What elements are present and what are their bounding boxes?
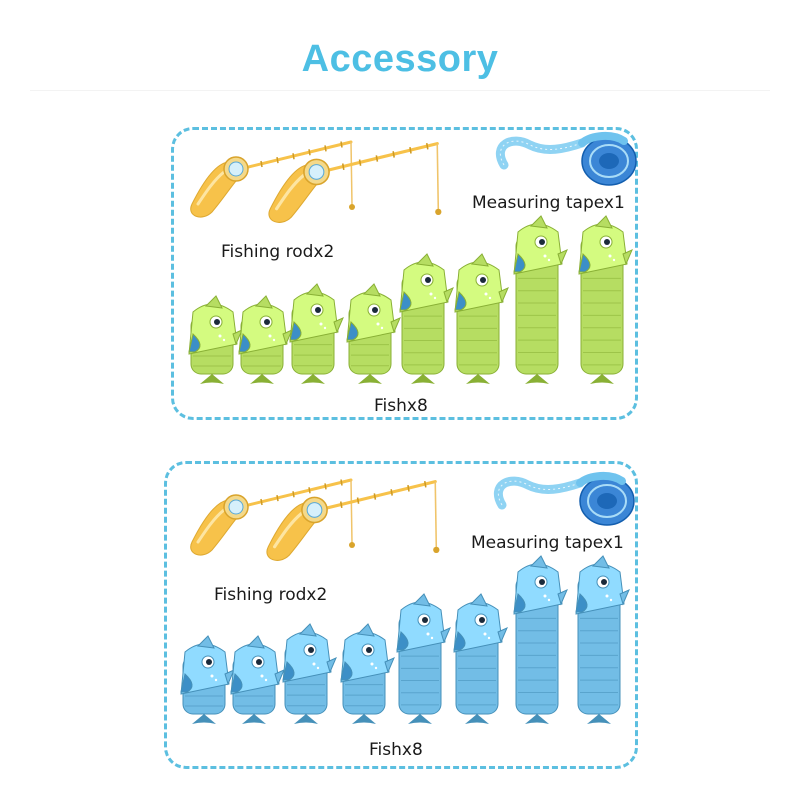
measuring-tape-icon — [493, 472, 635, 526]
fishing-rod-icon — [190, 478, 355, 556]
page-title: Accessory — [301, 38, 499, 80]
toy-fish-icon — [513, 215, 568, 384]
toy-fish-icon — [453, 593, 508, 724]
rod-label: Fishing rodx2 — [214, 585, 328, 605]
accessory-panel-green — [171, 127, 638, 420]
toy-fish-icon — [396, 593, 451, 724]
measuring-tape-icon — [495, 132, 637, 186]
toy-fish-icon — [340, 623, 395, 724]
accessory-panel-blue — [164, 461, 638, 769]
toy-fish-icon — [180, 635, 235, 724]
title-divider — [30, 90, 770, 91]
toy-fish-icon — [282, 623, 337, 724]
toy-fish-icon — [399, 253, 454, 384]
fish-label: Fishx8 — [374, 396, 428, 416]
toy-fish-icon — [578, 215, 633, 384]
toy-fish-icon — [575, 555, 630, 724]
toy-fish-icon — [289, 283, 344, 384]
fishing-rod-icon — [266, 480, 440, 561]
tape-label: Measuring tapex1 — [471, 533, 624, 553]
toy-fish-icon — [188, 295, 243, 384]
rod-label: Fishing rodx2 — [221, 242, 335, 262]
fishing-rod-icon — [268, 142, 442, 223]
fishing-rod-icon — [190, 140, 355, 218]
toy-fish-icon — [346, 283, 401, 384]
toy-fish-icon — [238, 295, 293, 384]
toy-fish-icon — [230, 635, 285, 724]
fish-label: Fishx8 — [369, 740, 423, 760]
tape-label: Measuring tapex1 — [472, 193, 625, 213]
toy-fish-icon — [454, 253, 509, 384]
toy-fish-icon — [513, 555, 568, 724]
